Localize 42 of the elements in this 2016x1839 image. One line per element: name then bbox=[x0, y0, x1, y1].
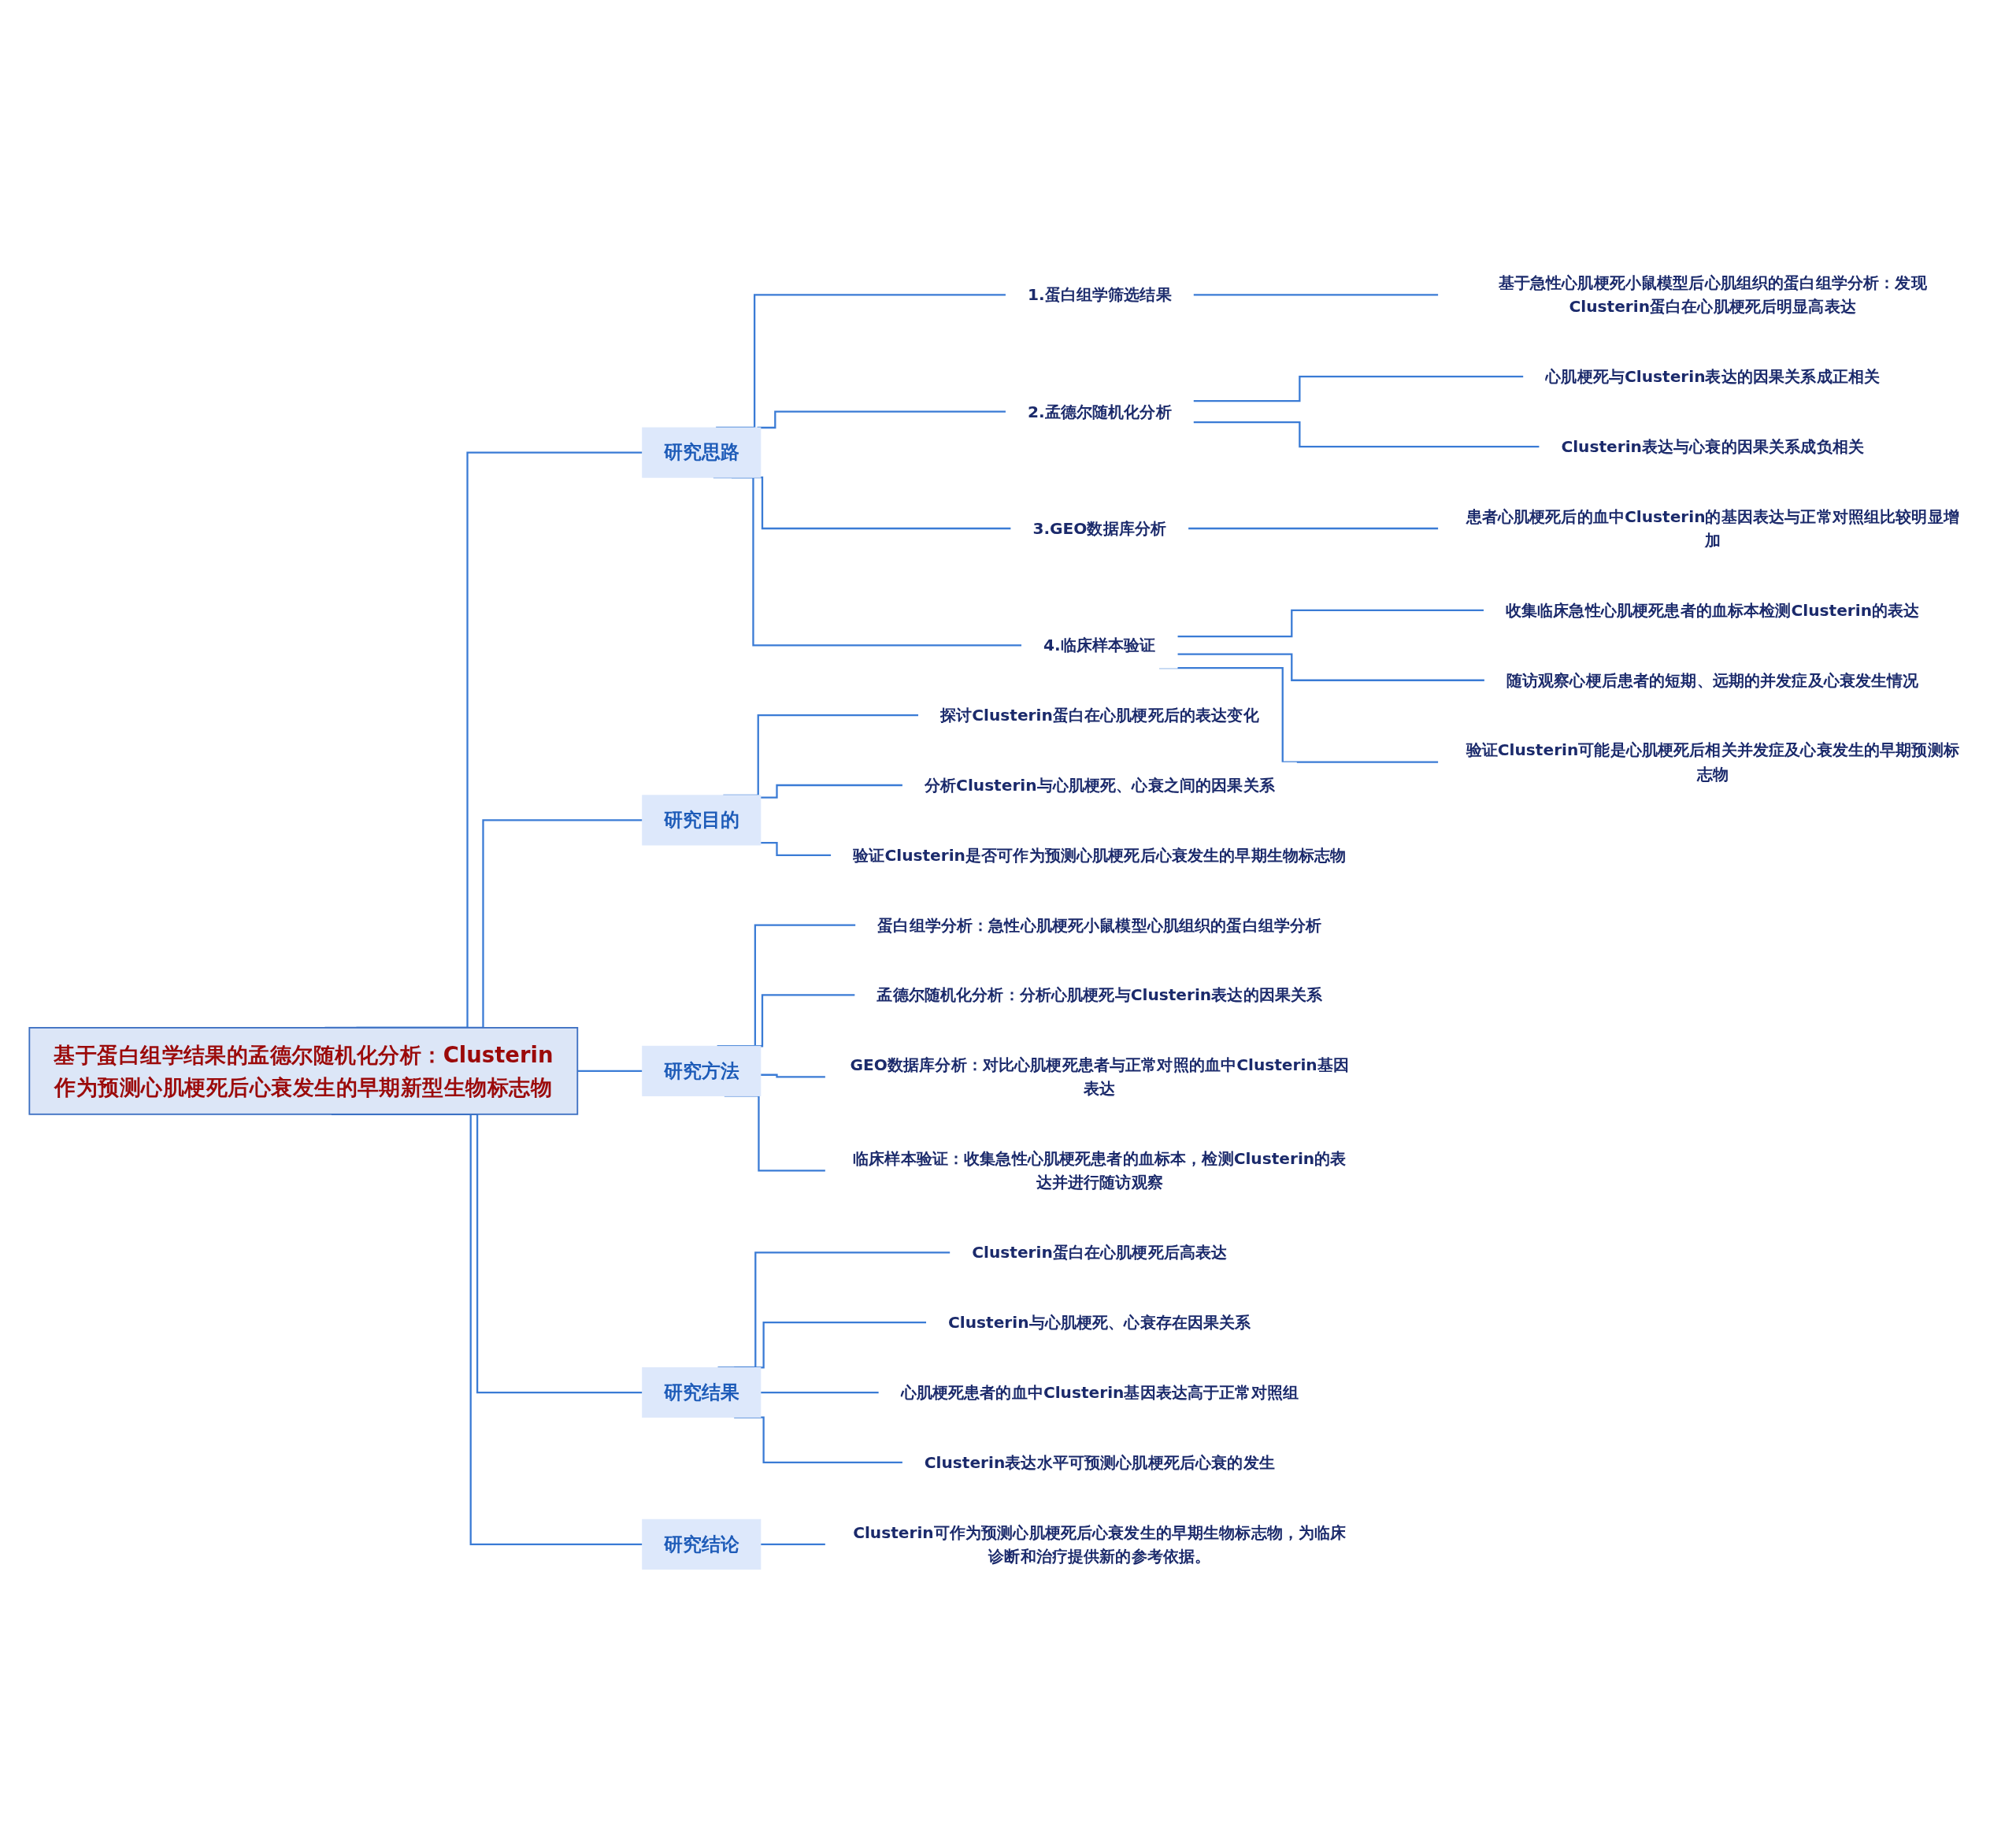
node-box bbox=[642, 1045, 762, 1096]
connector bbox=[1188, 527, 1439, 530]
node-text: 分析Clusterin与心肌梗死、心衰之间的因果关系 bbox=[924, 776, 1275, 795]
node-text: 1.蛋白组学筛选结果 bbox=[1027, 285, 1172, 304]
node-text: 验证Clusterin是否可作为预测心肌梗死后心衰发生的早期生物标志物 bbox=[853, 846, 1347, 865]
node-text: Clusterin表达水平可预测心肌梗死后心衰的发生 bbox=[924, 1453, 1275, 1472]
node-text: 3.GEO数据库分析 bbox=[1032, 519, 1167, 538]
connector bbox=[760, 784, 903, 799]
node-text: GEO数据库分析：对比心肌梗死患者与正常对照的血中Clusterin基因表达 bbox=[850, 1055, 1350, 1098]
node-text: 随访观察心梗后患者的短期、远期的并发症及心衰发生情况 bbox=[1506, 671, 1919, 690]
node-text: 临床样本验证：收集急性心肌梗死患者的血标本，检测Clusterin的表达并进行随访观察 bbox=[853, 1149, 1347, 1192]
connector bbox=[760, 841, 832, 856]
connector bbox=[1177, 653, 1485, 681]
connector bbox=[1193, 376, 1524, 402]
node-text: 患者心肌梗死后的血中Clusterin的基因表达与正常对照组比较明显增加 bbox=[1466, 507, 1959, 550]
node-box bbox=[642, 427, 762, 478]
connector bbox=[1193, 421, 1540, 448]
connector bbox=[1177, 609, 1484, 638]
node-text: Clusterin蛋白在心肌梗死后高表达 bbox=[972, 1243, 1228, 1262]
node-text: 基于急性心肌梗死小鼠模型后心肌组织的蛋白组学分析：发现Clusterin蛋白在心肌梗死后明显高表达 bbox=[1498, 273, 1927, 316]
connector bbox=[577, 1070, 643, 1072]
node-text: 心肌梗死患者的血中Clusterin基因表达高于正常对照组 bbox=[900, 1383, 1299, 1402]
node-text: 心肌梗死与Clusterin表达的因果关系成正相关 bbox=[1545, 367, 1881, 386]
node-box bbox=[642, 1366, 762, 1418]
connector bbox=[760, 1073, 826, 1078]
node-text: 探讨Clusterin蛋白在心肌梗死后的表达变化 bbox=[939, 706, 1259, 725]
connector bbox=[760, 1543, 826, 1545]
node-text: 收集临床急性心肌梗死患者的血标本检测Clusterin的表达 bbox=[1505, 601, 1920, 620]
node-text: 验证Clusterin可能是心肌梗死后相关并发症及心衰发生的早期预测标志物 bbox=[1466, 741, 1959, 784]
connector bbox=[760, 1391, 880, 1394]
node-text: 4.临床样本验证 bbox=[1043, 636, 1156, 654]
node-text: 2.孟德尔随机化分析 bbox=[1027, 402, 1172, 421]
node-text: Clusterin与心肌梗死、心衰存在因果关系 bbox=[948, 1313, 1251, 1332]
node-text: Clusterin可作为预测心肌梗死后心衰发生的早期生物标志物，为临床诊断和治疗提供新的参考依据。 bbox=[853, 1523, 1347, 1566]
node-text: 孟德尔随机化分析：分析心肌梗死与Clusterin表达的因果关系 bbox=[876, 985, 1323, 1004]
node-box bbox=[642, 1518, 762, 1570]
connector bbox=[1193, 294, 1439, 296]
node-text: Clusterin表达与心衰的因果关系成负相关 bbox=[1561, 437, 1864, 456]
node-text: 蛋白组学分析：急性心肌梗死小鼠模型心肌组织的蛋白组学分析 bbox=[877, 916, 1322, 935]
node-box bbox=[28, 1026, 579, 1115]
mind-map: 基于蛋白组学结果的孟德尔随机化分析：Clusterin作为预测心肌梗死后心衰发生的早期新型生物标志物 研究思路 1.蛋白组学筛选结果 基于急性心肌梗死小鼠模型后心肌组织的蛋白组学分析：发现Clusterin蛋白在心肌梗死后明显高表达 2.孟德尔随机化分析 心肌梗死与Clusterin表达的因果关系成正相关 Clusterin表达与心衰的因果关系成负相关 3.GEO数据库分析 患者心肌梗死后的血中Clusterin的基因表达与正常对照组比较明显增加 4.临床样本验证 收集临床急性心肌梗死患者的血标本检测Clusterin的表达 随访观察心梗后患者的短期、远期的并发症及心衰发生情况 验证Clusterin可能是心肌梗死后相关并发症及心衰发生的早期预测标志物 研究目的 探讨Clusterin蛋白在心肌梗死后的表达变化 分析Clusterin与心肌梗死、心衰之间的因果关系 验证Clusterin是否可作为预测心肌梗死后心衰发生的早期生物标志物 研究方法 蛋白组学分析：急性心肌梗死小鼠模型心肌组织的蛋白组学分析 孟德尔随机化分析：分析心肌梗死与Clusterin表达的因果关系 GEO数据库分析：对比心肌梗死患者与正常对照的血中Clusterin基因表达 临床样本验证：收集急性心肌梗死患者的血标本，检测Clusterin的表达并进行随访观察 研究结果 Clusterin蛋白在心肌梗死后高表达 Clusterin与心肌梗死、心衰存在因果关系 心肌梗死患者的血中Clusterin基因表达高于正常对照组 Clusterin表达水平可预测心肌梗死后心衰的发生 研究结论 Clusterin可作为预测心肌梗死后心衰发生的早期生物标志物，为临床诊断和治疗提供新的参考依据。 bbox=[24, 254, 1992, 1585]
node-box bbox=[642, 795, 762, 846]
